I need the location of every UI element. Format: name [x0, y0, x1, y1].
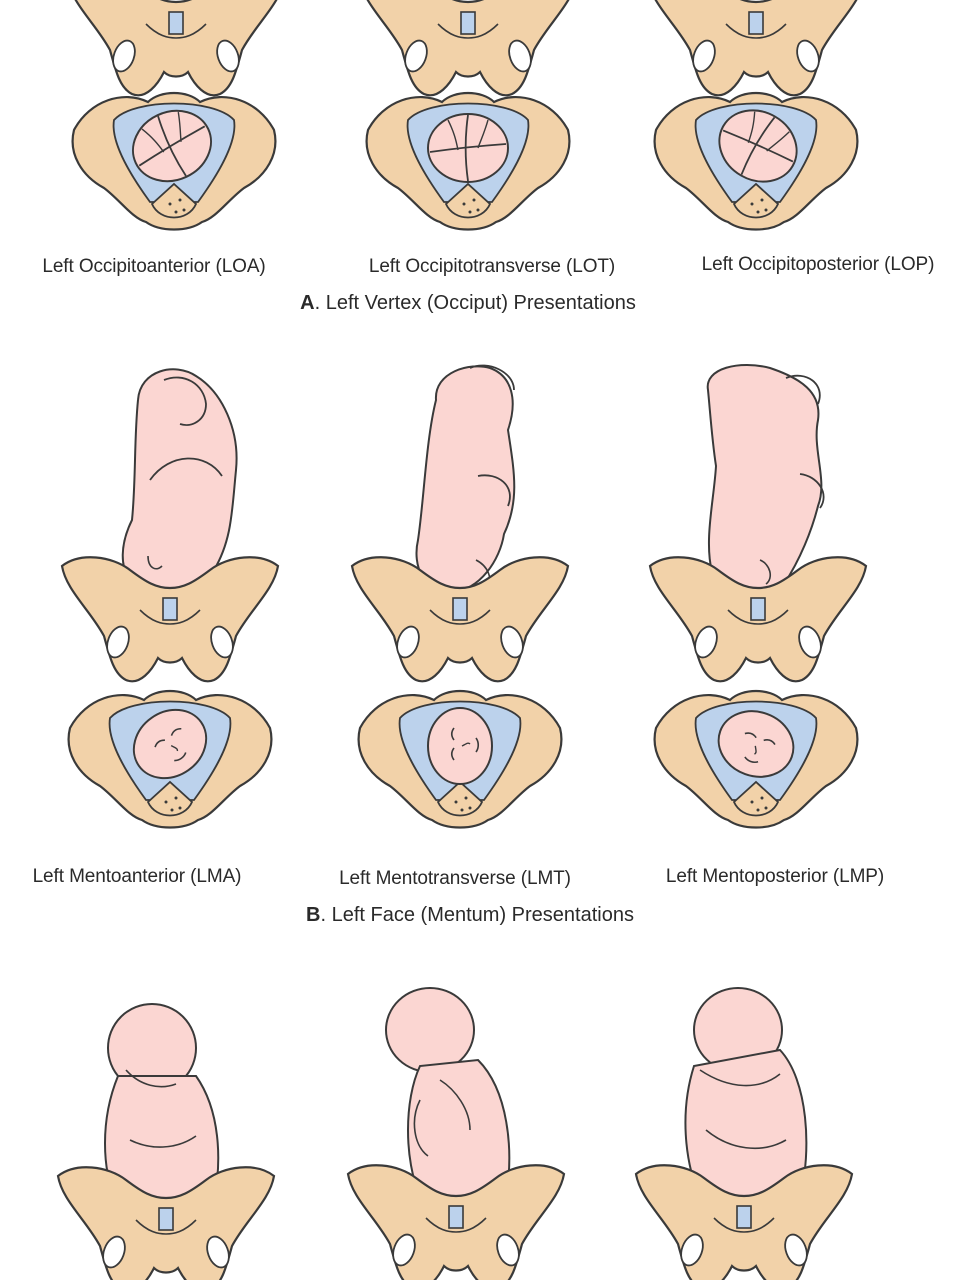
c-left-fetus-figure [56, 1003, 276, 1280]
section-a-caption: A. Left Vertex (Occiput) Presentations [300, 292, 636, 315]
section-b-letter: B [306, 904, 321, 926]
label-lmt: Left Mentotransverse (LMT) [339, 868, 571, 889]
a-lop-inlet-view [653, 91, 859, 231]
label-loa: Left Occipitoanterior (LOA) [42, 256, 266, 277]
label-lma: Left Mentoanterior (LMA) [32, 866, 242, 887]
b-lma-fetus-figure [60, 368, 280, 683]
b-lmt-fetus-figure [350, 364, 570, 683]
section-a-title: . Left Vertex (Occiput) Presentations [314, 292, 636, 314]
c-right-fetus-figure [634, 987, 854, 1280]
label-lop: Left Occipitoposterior (LOP) [701, 254, 935, 275]
section-b-title: . Left Face (Mentum) Presentations [320, 904, 634, 926]
b-lmt-inlet-view [357, 689, 563, 829]
a-lop-front-pelvis [646, 0, 866, 97]
section-b-caption: B. Left Face (Mentum) Presentations [306, 904, 634, 927]
c-middle-fetus-figure [346, 987, 566, 1280]
b-lmp-fetus-figure [648, 364, 868, 683]
a-lot-inlet-view [365, 91, 571, 231]
label-lot: Left Occipitotransverse (LOT) [368, 256, 616, 277]
section-a-letter: A [300, 292, 315, 314]
a-loa-front-pelvis [66, 0, 286, 97]
b-lmp-inlet-view [653, 689, 859, 829]
a-lot-front-pelvis [358, 0, 578, 97]
a-loa-inlet-view [71, 91, 277, 231]
label-lmp: Left Mentoposterior (LMP) [665, 866, 885, 887]
b-lma-inlet-view [67, 689, 273, 829]
